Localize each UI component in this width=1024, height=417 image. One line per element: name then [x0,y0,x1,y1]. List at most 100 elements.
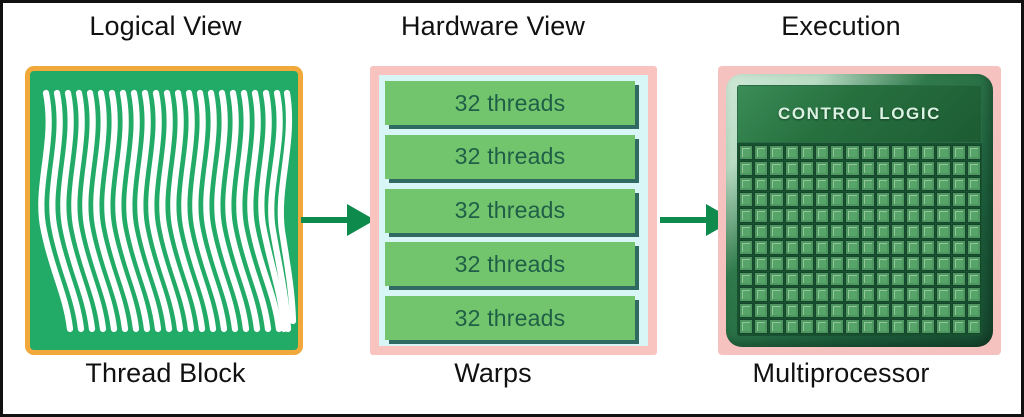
core-cell [860,176,875,192]
core-cell [739,208,754,224]
core-cell [754,176,769,192]
core-cell [890,145,906,160]
panel-execution-view: Execution CONTROL LOGIC Multiprocessor [658,3,1024,414]
core-cell [906,239,921,255]
warps-inner-surface: 32 threads 32 threads 32 threads 32 thre… [379,75,648,346]
core-cell [769,239,784,255]
core-cell [830,255,845,271]
core-cell [754,271,769,287]
core-cell [784,192,799,208]
core-cell [906,192,921,208]
core-cell [860,145,875,160]
warp-row: 32 threads [385,296,635,340]
core-cell [875,303,890,319]
warp-row: 32 threads [385,242,635,287]
panel-logical-title: Logical View [89,11,242,41]
core-cell [860,303,875,319]
core-cell [875,271,890,287]
core-cell [875,145,890,160]
core-cell [769,224,784,239]
core-cell [875,287,890,303]
panel-hardware-caption: Warps [454,358,532,388]
core-cell [966,255,981,271]
core-cell [890,303,906,319]
core-cell [754,255,769,271]
core-cell [860,255,875,271]
core-cell [784,319,799,334]
core-cell [784,271,799,287]
core-cell [830,303,845,319]
control-logic-label: CONTROL LOGIC [777,104,942,123]
panel-hardware-title: Hardware View [401,11,585,41]
core-cell [769,145,784,160]
panel-logical-caption: Thread Block [85,358,246,388]
core-cell [739,239,754,255]
core-cell [830,160,845,176]
core-cell [966,224,981,239]
core-cell [739,224,754,239]
panel-execution-caption: Multiprocessor [752,358,930,388]
core-cell [814,145,830,160]
core-cell [860,271,875,287]
core-cell [936,224,951,239]
core-cell [814,303,830,319]
core-cell [845,239,860,255]
core-cell [845,319,860,334]
core-cell [845,303,860,319]
core-cell [784,255,799,271]
core-cell [906,176,921,192]
core-cell [830,271,845,287]
core-cell [921,271,936,287]
core-cell [921,192,936,208]
warp-label: 32 threads [454,89,566,116]
core-cell [890,176,906,192]
core-cell [784,224,799,239]
core-cell [966,208,981,224]
core-cell [921,145,936,160]
core-cell [830,319,845,334]
panel-execution-title: Execution [781,11,901,41]
core-cell [769,255,784,271]
core-cell [814,271,830,287]
core-cell [966,271,981,287]
core-cell [890,160,906,176]
core-cell [936,239,951,255]
core-cell [799,192,814,208]
core-cell [769,160,784,176]
core-cell [936,145,951,160]
core-cell [936,271,951,287]
core-cell [739,271,754,287]
core-cell [830,176,845,192]
core-cell [875,160,890,176]
core-cell [784,287,799,303]
core-cell [739,255,754,271]
core-cell [966,319,981,334]
core-cell [906,255,921,271]
core-cell [754,239,769,255]
core-cell [769,176,784,192]
core-cell [799,145,814,160]
core-cell [739,303,754,319]
core-cell [814,239,830,255]
core-grid [737,143,982,336]
core-cell [860,160,875,176]
core-cell [875,319,890,334]
core-cell [830,145,845,160]
core-cell [860,208,875,224]
core-cell [799,255,814,271]
core-cell [921,287,936,303]
core-cell [830,192,845,208]
core-cell [769,287,784,303]
core-cell [814,176,830,192]
core-cell [799,287,814,303]
core-cell [739,176,754,192]
core-cell [951,319,966,334]
core-cell [936,319,951,334]
core-cell [799,176,814,192]
core-cell [875,224,890,239]
core-cell [875,192,890,208]
core-cell [875,239,890,255]
core-cell [799,271,814,287]
core-cell [921,255,936,271]
core-cell [814,224,830,239]
